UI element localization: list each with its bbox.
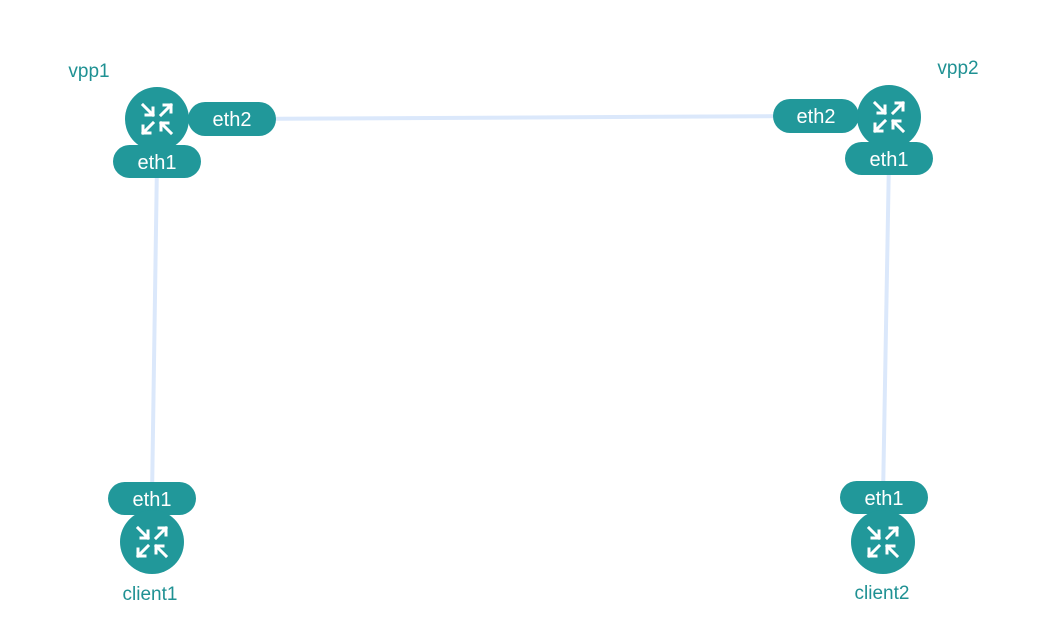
iface-vpp1-eth1[interactable]: eth1 — [113, 145, 201, 178]
node-label-client2: client2 — [855, 583, 910, 604]
node-label-vpp1: vpp1 — [68, 61, 109, 82]
iface-vpp2-eth2[interactable]: eth2 — [773, 99, 859, 133]
node-label-client1: client1 — [123, 584, 178, 605]
link-vpp2-client2[interactable] — [881, 156, 891, 499]
iface-client2-eth1[interactable]: eth1 — [840, 481, 928, 514]
router-icon — [866, 525, 900, 559]
iface-label: eth1 — [133, 489, 172, 511]
router-icon — [872, 100, 906, 134]
node-client2[interactable]: eth1 client2 — [840, 481, 928, 604]
iface-label: eth2 — [213, 109, 252, 131]
iface-label: eth2 — [797, 106, 836, 128]
node-icon-circle[interactable] — [120, 510, 184, 574]
node-client1[interactable]: eth1 client1 — [108, 482, 196, 605]
iface-label: eth1 — [138, 152, 177, 174]
node-icon-circle[interactable] — [857, 85, 921, 149]
iface-vpp2-eth1[interactable]: eth1 — [845, 142, 933, 175]
iface-label: eth1 — [870, 149, 909, 171]
iface-vpp1-eth2[interactable]: eth2 — [188, 102, 276, 136]
link-vpp1-vpp2[interactable] — [230, 114, 818, 121]
iface-client1-eth1[interactable]: eth1 — [108, 482, 196, 515]
node-label-vpp2: vpp2 — [937, 58, 978, 79]
router-icon — [140, 102, 174, 136]
link-vpp1-client1[interactable] — [150, 160, 159, 499]
links — [150, 114, 891, 499]
iface-label: eth1 — [865, 488, 904, 510]
node-vpp2[interactable]: vpp2 eth2 eth1 — [773, 58, 979, 175]
node-icon-circle[interactable] — [125, 87, 189, 151]
router-icon — [135, 525, 169, 559]
node-vpp1[interactable]: vpp1 eth2 eth1 — [68, 61, 276, 178]
node-icon-circle[interactable] — [851, 510, 915, 574]
